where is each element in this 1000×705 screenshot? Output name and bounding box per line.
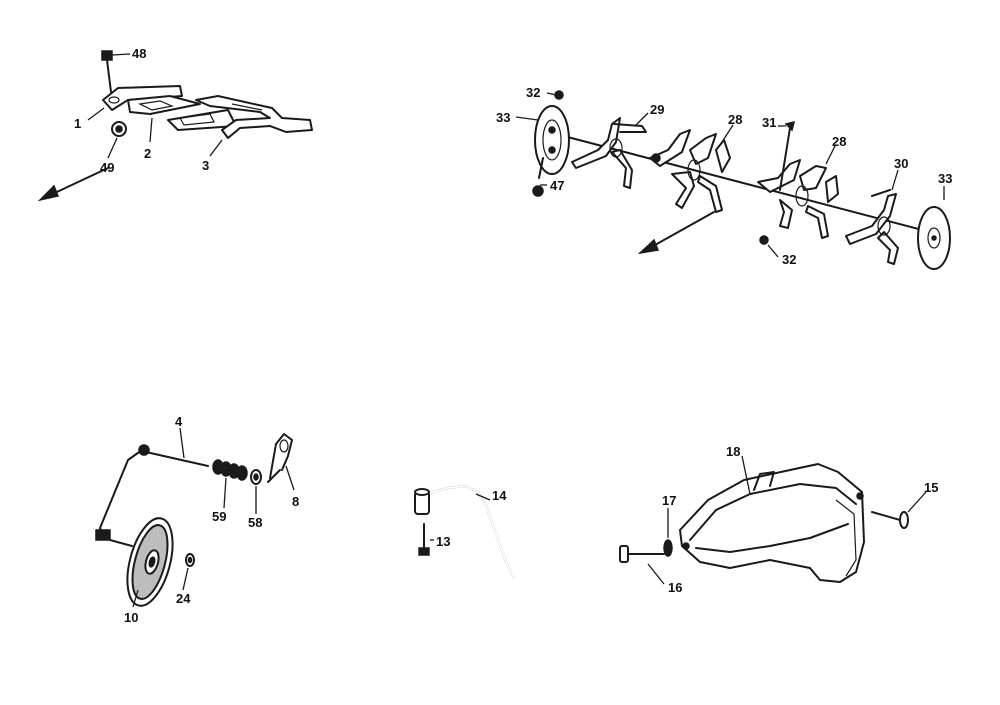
side-plate-33-right xyxy=(917,206,951,270)
washer-17 xyxy=(663,539,673,557)
wheel-10 xyxy=(126,517,174,607)
callout-17: 17 xyxy=(662,493,676,508)
callout-47: 47 xyxy=(550,178,564,193)
direction-arrow-1 xyxy=(37,167,109,202)
skid-plate-assembly: 48 1 2 3 49 xyxy=(37,46,313,202)
bar-part-3 xyxy=(195,95,313,139)
bolt-15 xyxy=(871,511,909,529)
bolt-48 xyxy=(101,50,113,93)
callout-58: 58 xyxy=(248,515,262,530)
callout-33-right: 33 xyxy=(938,171,952,186)
tine-assembly: 32 33 29 28 31 28 30 33 47 32 xyxy=(496,85,952,270)
callout-29: 29 xyxy=(650,102,664,117)
lever-8 xyxy=(267,433,293,483)
side-plate-33-left xyxy=(534,105,570,175)
tine-30 xyxy=(845,189,899,265)
cover-part-18 xyxy=(679,463,865,583)
sleeve-part xyxy=(414,488,430,515)
callout-33-left: 33 xyxy=(496,110,510,125)
nut-32-top xyxy=(554,90,564,100)
callout-2: 2 xyxy=(144,146,151,161)
callout-14: 14 xyxy=(492,488,507,503)
callout-59: 59 xyxy=(212,509,226,524)
bolt-31 xyxy=(779,120,796,191)
direction-arrow-2 xyxy=(637,211,715,255)
callout-49: 49 xyxy=(100,160,114,175)
callout-32-top: 32 xyxy=(526,85,540,100)
tine-28-left xyxy=(649,129,731,213)
cap-24 xyxy=(185,553,195,567)
callout-32-bottom: 32 xyxy=(782,252,796,267)
bolt-16 xyxy=(619,545,665,563)
wheel-arm-part-4 xyxy=(95,444,209,547)
washer-58 xyxy=(250,469,262,485)
cover-assembly: 18 17 15 16 xyxy=(619,444,938,595)
callout-24: 24 xyxy=(176,591,191,606)
tine-28-right xyxy=(757,159,839,239)
bolt-13 xyxy=(418,523,430,556)
callout-10: 10 xyxy=(124,610,138,625)
callout-4: 4 xyxy=(175,414,183,429)
callout-30: 30 xyxy=(894,156,908,171)
callout-3: 3 xyxy=(202,158,209,173)
tine-29 xyxy=(571,117,647,189)
nut-32-bottom xyxy=(759,235,769,245)
callout-28-right: 28 xyxy=(832,134,846,149)
wheel-bracket-assembly: 4 8 59 58 10 24 xyxy=(95,414,299,625)
nut-49 xyxy=(111,121,127,137)
rod-part-14 xyxy=(427,484,515,579)
callout-48: 48 xyxy=(132,46,146,61)
callout-1: 1 xyxy=(74,116,81,131)
callout-15: 15 xyxy=(924,480,938,495)
callout-16: 16 xyxy=(668,580,682,595)
rod-assembly: 14 13 xyxy=(414,484,515,579)
callout-13: 13 xyxy=(436,534,450,549)
callout-31: 31 xyxy=(762,115,776,130)
callout-18: 18 xyxy=(726,444,740,459)
callout-8: 8 xyxy=(292,494,299,509)
callout-28-left: 28 xyxy=(728,112,742,127)
spring-59 xyxy=(212,459,248,481)
bolt-47 xyxy=(532,157,544,197)
